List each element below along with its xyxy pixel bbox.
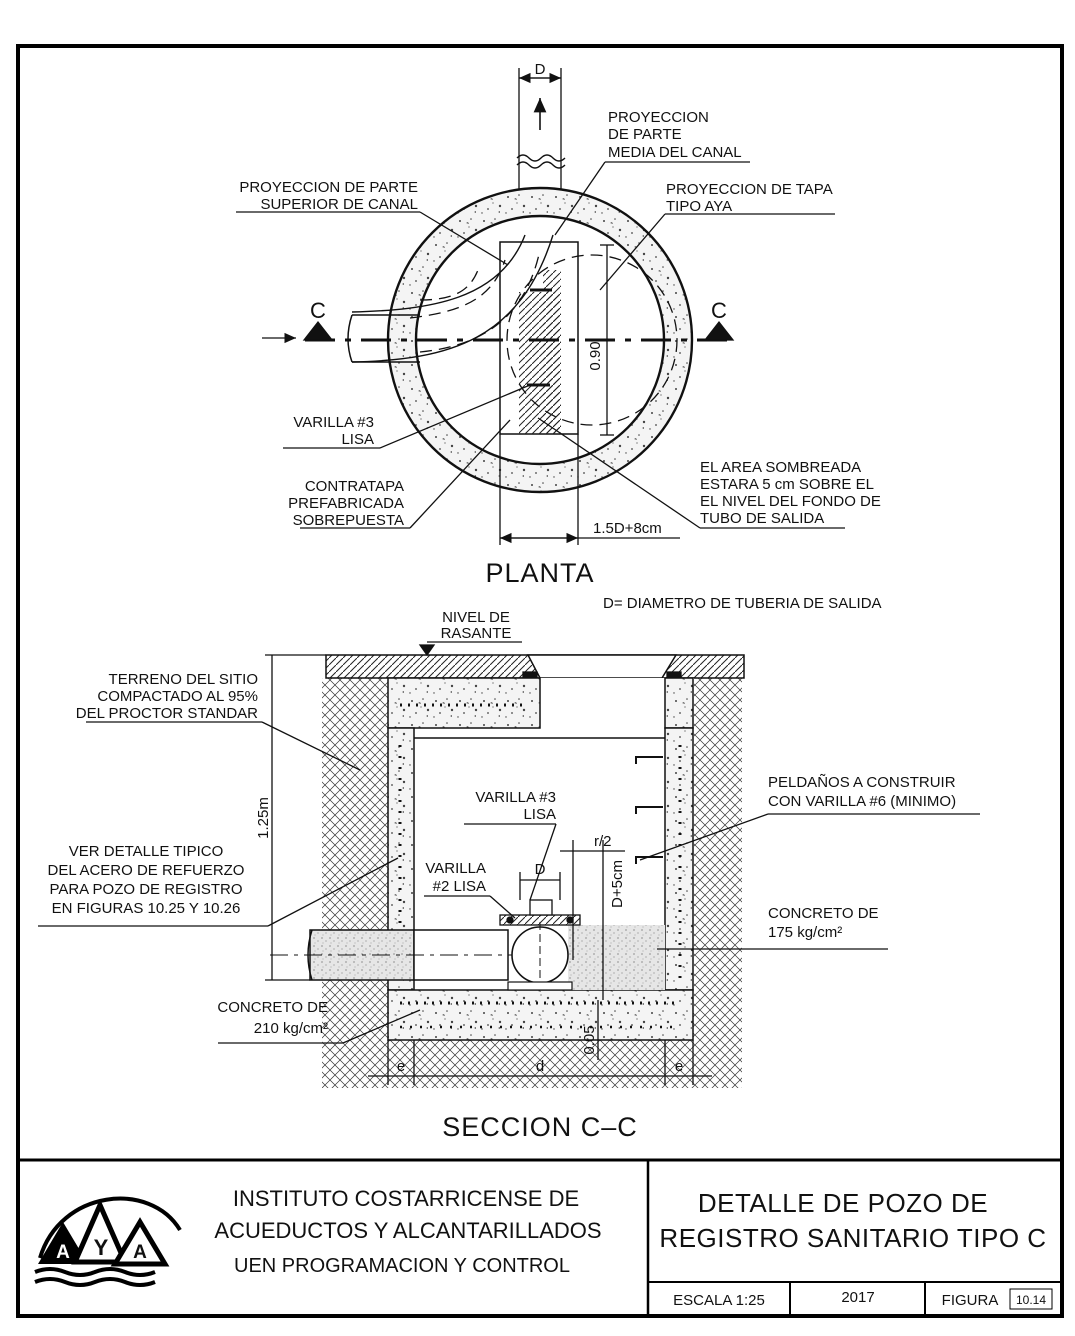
sec-dim-d-small: d <box>536 1058 544 1075</box>
proy-tapa-2: TIPO AYA <box>666 198 732 215</box>
area-sombreada-3: EL NIVEL DEL FONDO DE <box>700 493 881 510</box>
sec-dim-d: D <box>535 861 546 878</box>
varilla2-2: #2 LISA <box>433 878 486 895</box>
contratapa-1: CONTRATAPA <box>305 478 404 495</box>
area-sombreada-2: ESTARA 5 cm SOBRE EL <box>700 476 874 493</box>
peldanos-2: CON VARILLA #6 (MINIMO) <box>768 793 956 810</box>
figure-label: FIGURA <box>942 1292 999 1309</box>
year-label: 2017 <box>841 1289 874 1306</box>
figure-number: 10.14 <box>1016 1293 1046 1307</box>
drawing-title-2: REGISTRO SANITARIO TIPO C <box>659 1223 1046 1253</box>
terreno-1: TERRENO DEL SITIO <box>109 671 258 688</box>
contratapa-2: PREFABRICADA <box>288 495 404 512</box>
logo-letter-a2: A <box>133 1242 147 1263</box>
sec-dim-125: 1.25m <box>255 797 272 839</box>
peldanos-1: PELDAÑOS A CONSTRUIR <box>768 774 956 791</box>
plan-dim-090: 0.90 <box>587 341 604 370</box>
sheet-border <box>16 44 1064 1318</box>
title-block <box>18 1158 1062 1316</box>
varilla2-1: VARILLA <box>425 860 486 877</box>
concreto210-1: CONCRETO DE <box>217 999 328 1016</box>
aya-logo: A Y A <box>34 1196 182 1287</box>
planta-title: PLANTA <box>485 558 594 588</box>
plan-dim-15d: 1.5D+8cm <box>593 520 662 537</box>
terreno-2: COMPACTADO AL 95% <box>97 688 258 705</box>
proy-superior-1: PROYECCION DE PARTE <box>239 179 418 196</box>
sec-dim-e-left: e <box>397 1058 405 1075</box>
logo-letter-y: Y <box>94 1235 109 1260</box>
ver-detalle-1: VER DETALLE TIPICO <box>69 843 224 860</box>
scale-label: ESCALA 1:25 <box>673 1292 765 1309</box>
concreto175-1: CONCRETO DE <box>768 905 879 922</box>
proy-media-2: DE PARTE <box>608 126 682 143</box>
contratapa-3: SOBREPUESTA <box>293 512 404 529</box>
concreto175-2: 175 kg/cm² <box>768 924 842 941</box>
unit-name: UEN PROGRAMACION Y CONTROL <box>234 1255 570 1277</box>
plan-varilla3-1: VARILLA #3 <box>293 414 374 431</box>
section-mark-left: C <box>310 298 326 323</box>
plan-view <box>236 68 845 545</box>
plan-dim-d: D <box>535 61 546 78</box>
ver-detalle-4: EN FIGURAS 10.25 Y 10.26 <box>52 900 241 917</box>
sec-dim-005: 0.05 <box>581 1025 598 1054</box>
nivel-2: RASANTE <box>441 625 512 642</box>
proy-superior-2: SUPERIOR DE CANAL <box>260 196 418 213</box>
nota-diametro: D= DIAMETRO DE TUBERIA DE SALIDA <box>603 595 882 612</box>
logo-letter-a1: A <box>56 1242 70 1263</box>
plan-varilla3-2: LISA <box>341 431 374 448</box>
drawing-title-1: DETALLE DE POZO DE <box>698 1188 988 1218</box>
concreto210-2: 210 kg/cm² <box>254 1020 328 1037</box>
area-sombreada-1: EL AREA SOMBREADA <box>700 459 861 476</box>
proy-media-1: PROYECCION <box>608 109 709 126</box>
institution-line2: ACUEDUCTOS Y ALCANTARILLADOS <box>214 1218 601 1243</box>
sec-r2: r/2 <box>594 833 612 850</box>
terreno-3: DEL PROCTOR STANDAR <box>76 705 258 722</box>
section-mark-right: C <box>711 298 727 323</box>
proy-media-3: MEDIA DEL CANAL <box>608 144 742 161</box>
sec-varilla3-2: LISA <box>523 806 556 823</box>
sec-varilla3-1: VARILLA #3 <box>475 789 556 806</box>
sec-dim-e-right: e <box>675 1058 683 1075</box>
area-sombreada-4: TUBO DE SALIDA <box>700 510 824 527</box>
nivel-1: NIVEL DE <box>442 609 510 626</box>
sec-dim-d5: D+5cm <box>609 860 626 908</box>
ver-detalle-2: DEL ACERO DE REFUERZO <box>48 862 245 879</box>
section-view <box>38 641 980 1088</box>
ver-detalle-3: PARA POZO DE REGISTRO <box>49 881 242 898</box>
institution-line1: INSTITUTO COSTARRICENSE DE <box>233 1186 579 1211</box>
proy-tapa-1: PROYECCION DE TAPA <box>666 181 833 198</box>
seccion-title: SECCION C–C <box>442 1112 638 1142</box>
